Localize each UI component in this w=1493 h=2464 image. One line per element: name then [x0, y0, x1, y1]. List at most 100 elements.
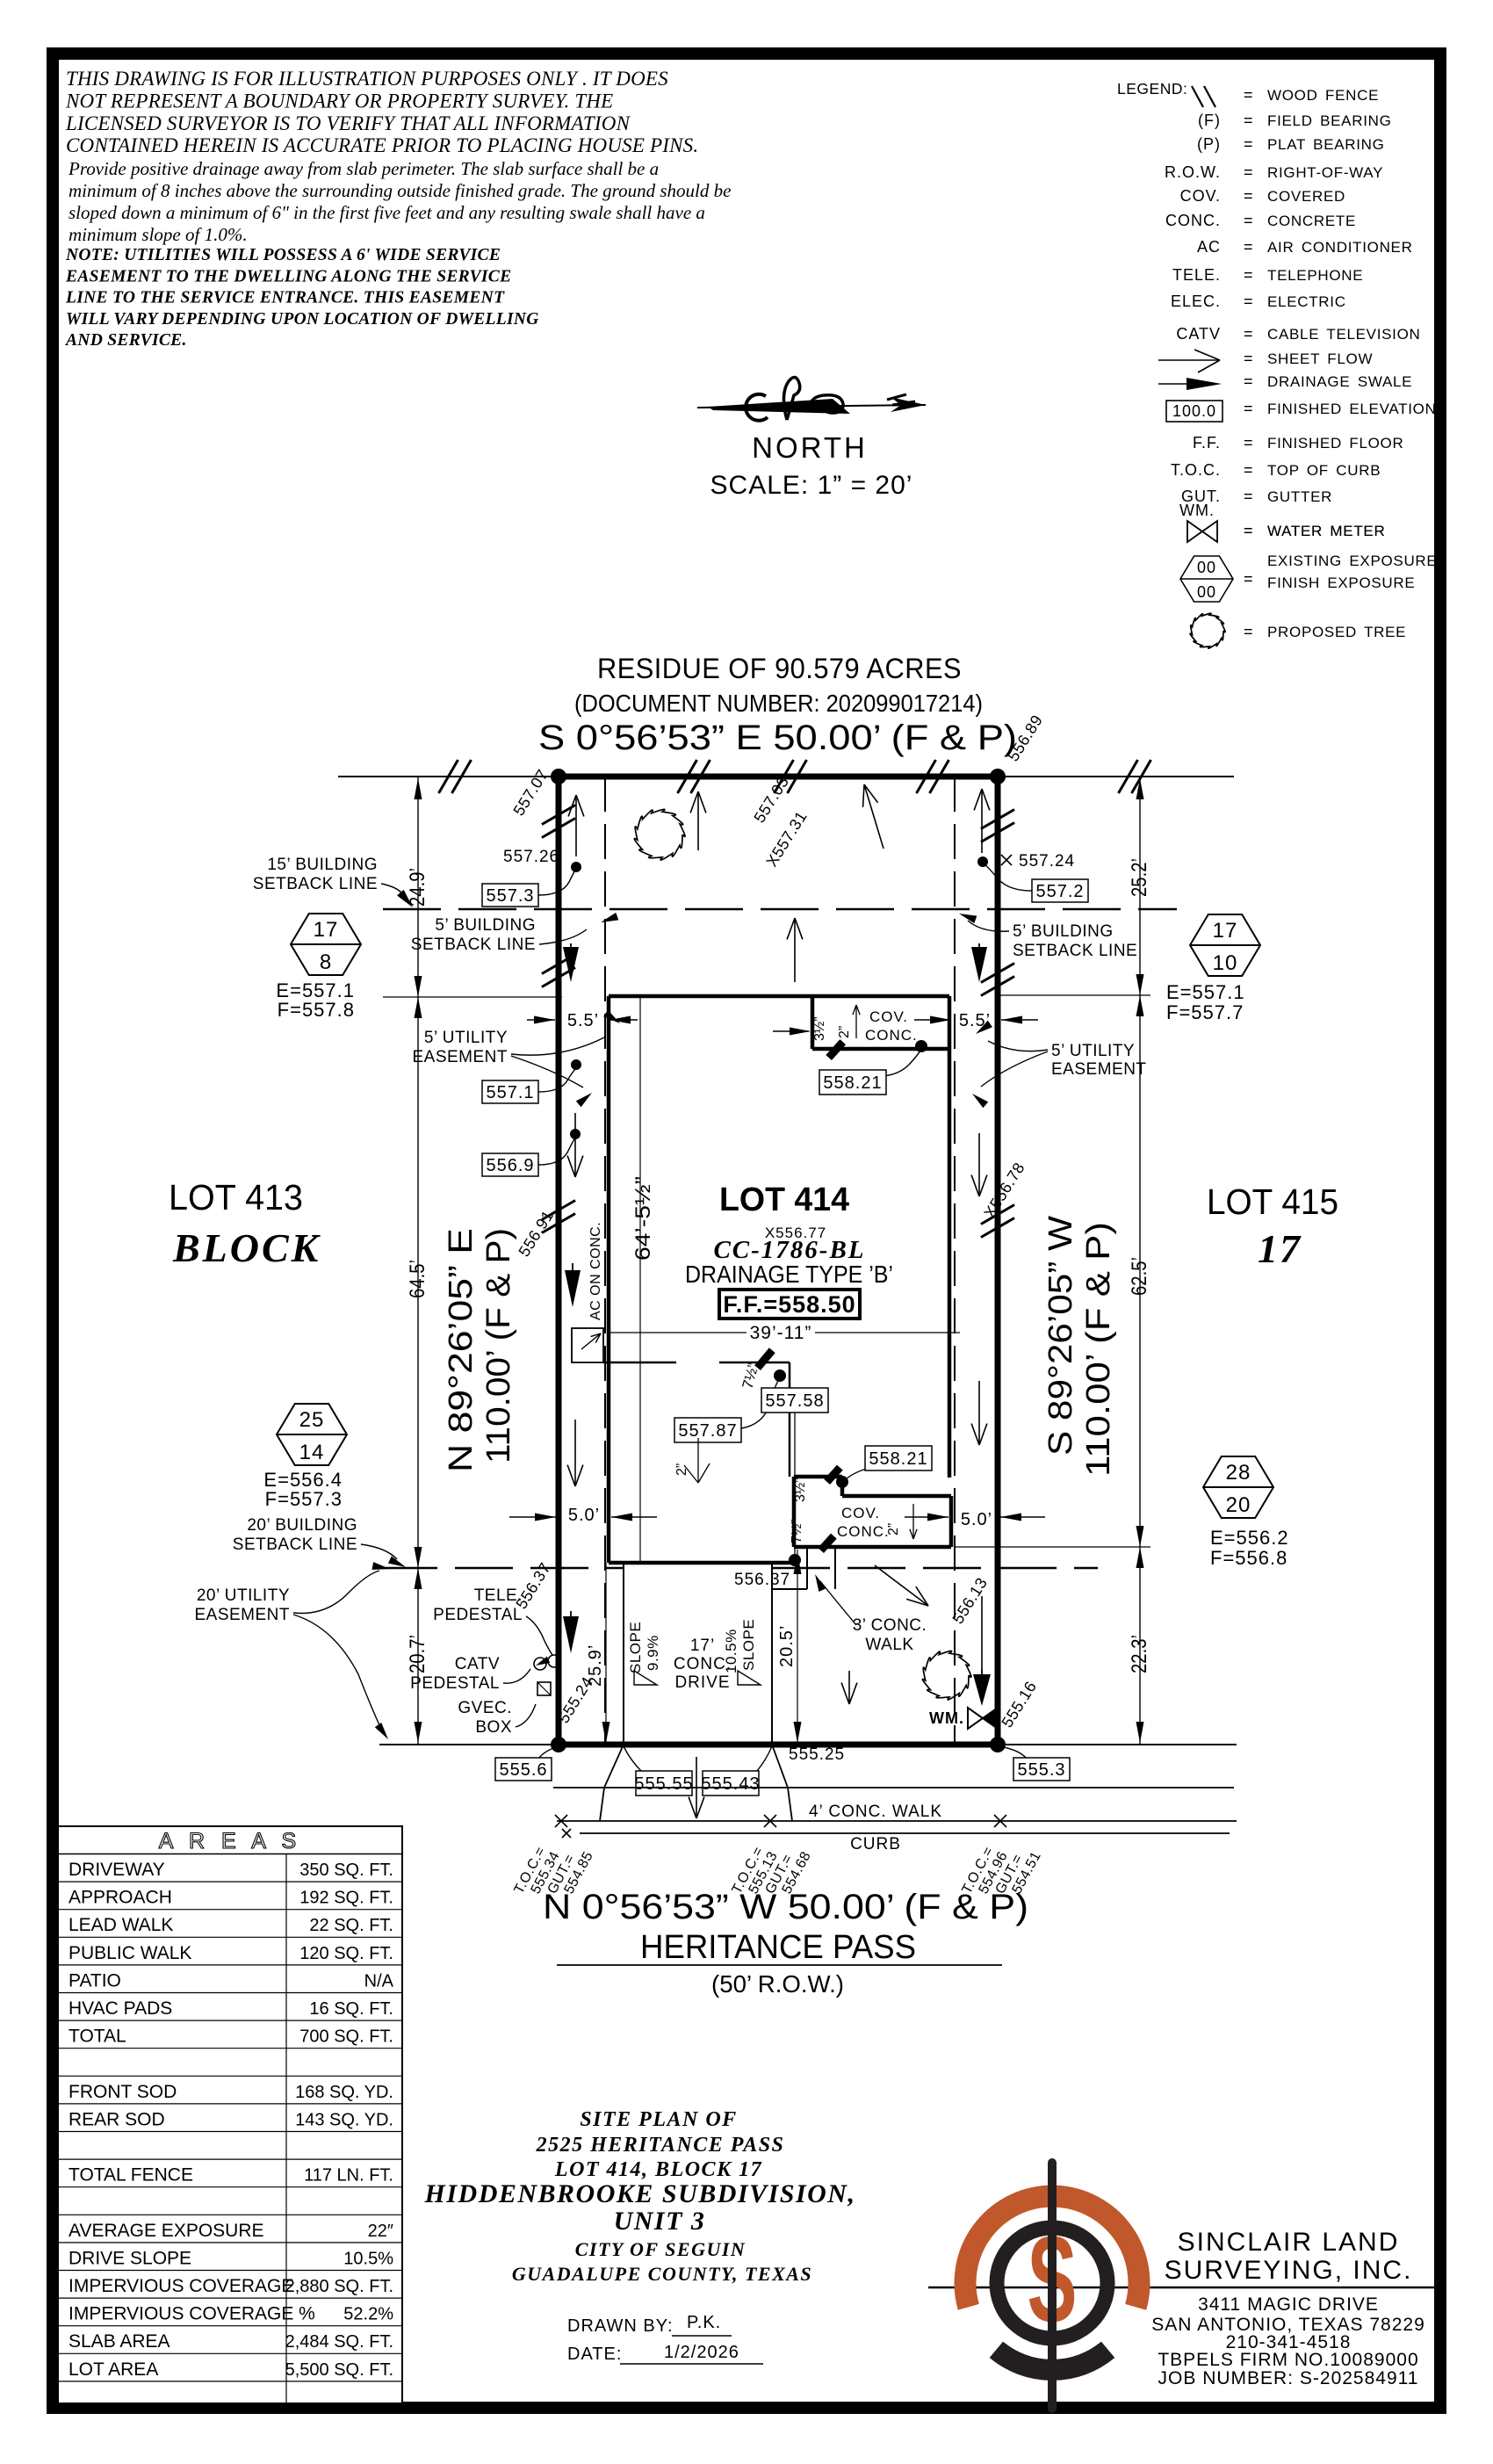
svg-text:HVAC PADS: HVAC PADS	[69, 1998, 172, 2019]
svg-text:DRIVEWAY: DRIVEWAY	[69, 1860, 165, 1880]
svg-text:17: 17	[314, 918, 339, 942]
svg-text:SLOPE: SLOPE	[740, 1619, 757, 1671]
svg-text:E=557.1: E=557.1	[1166, 981, 1245, 1003]
svg-text:2,484 SQ. FT.: 2,484 SQ. FT.	[285, 2332, 393, 2352]
svg-text:(DOCUMENT NUMBER: 202099017: (DOCUMENT NUMBER: 202099017214)	[574, 690, 983, 717]
svg-text:64’-5½”: 64’-5½”	[631, 1176, 655, 1261]
svg-text:52.2%: 52.2%	[343, 2305, 393, 2324]
svg-text:Provide positive drainage away: Provide positive drainage away from slab…	[68, 158, 659, 179]
svg-text:557.2: 557.2	[1035, 882, 1084, 901]
svg-text:17’: 17’	[690, 1637, 715, 1655]
svg-text:WM.: WM.	[1179, 502, 1215, 519]
svg-text:=: =	[1244, 163, 1253, 181]
svg-text:=: =	[1244, 488, 1253, 505]
svg-text:F.F.: F.F.	[1193, 434, 1221, 452]
svg-text:=: =	[1244, 461, 1253, 479]
svg-text:555.6: 555.6	[499, 1760, 547, 1780]
svg-text:FRONT SOD: FRONT SOD	[69, 2082, 177, 2102]
svg-text:APPROACH: APPROACH	[69, 1888, 172, 1908]
svg-text:=: =	[1244, 372, 1253, 390]
svg-text:DATE:: DATE:	[567, 2345, 622, 2364]
svg-text:CURB: CURB	[850, 1835, 901, 1853]
svg-text:556.9: 556.9	[486, 1156, 534, 1175]
svg-text:PEDESTAL: PEDESTAL	[433, 1606, 523, 1624]
svg-text:A R E A S: A R E A S	[159, 1829, 301, 1853]
svg-text:=: =	[1244, 86, 1253, 104]
svg-text:LINE TO THE SERVICE ENTRAN: LINE TO THE SERVICE ENTRANCE. THIS EASEM…	[65, 289, 505, 307]
svg-text:E=556.4: E=556.4	[263, 1469, 343, 1491]
svg-text:143 SQ. YD.: 143 SQ. YD.	[295, 2110, 393, 2129]
svg-text:20’ UTILITY: 20’ UTILITY	[197, 1586, 290, 1605]
svg-text:LEGEND:: LEGEND:	[1117, 80, 1187, 98]
svg-text:=: =	[1244, 238, 1253, 256]
svg-text:F=557.8: F=557.8	[278, 999, 355, 1021]
svg-text:120 SQ. FT.: 120 SQ. FT.	[299, 1944, 393, 1963]
svg-text:SETBACK LINE: SETBACK LINE	[233, 1535, 357, 1554]
svg-text:N/A: N/A	[364, 1971, 394, 1991]
svg-text:3½”: 3½”	[793, 1478, 808, 1502]
svg-text:=: =	[1244, 400, 1253, 417]
svg-text:EASEMENT: EASEMENT	[194, 1606, 290, 1624]
svg-text:=: =	[1244, 212, 1253, 229]
svg-text:168 SQ. YD.: 168 SQ. YD.	[295, 2083, 393, 2102]
svg-text:22″: 22″	[368, 2222, 393, 2241]
svg-text:RIGHT-OF-WAY: RIGHT-OF-WAY	[1267, 164, 1383, 181]
svg-text:AC ON CONC.: AC ON CONC.	[588, 1222, 603, 1320]
svg-text:FINISHED FLOOR: FINISHED FLOOR	[1267, 435, 1403, 452]
svg-text:SETBACK LINE: SETBACK LINE	[1013, 942, 1137, 960]
svg-text:117 LN. FT.: 117 LN. FT.	[304, 2166, 393, 2186]
svg-text:LEAD WALK: LEAD WALK	[69, 1915, 173, 1935]
svg-text:F.F.=558.50: F.F.=558.50	[723, 1291, 855, 1318]
svg-text:UNIT 3: UNIT 3	[614, 2207, 706, 2236]
svg-text:WILL VARY DEPENDING UPON L: WILL VARY DEPENDING UPON LOCATION OF DWE…	[66, 310, 539, 329]
svg-text:S 89°26’05” W: S 89°26’05” W	[1042, 1216, 1079, 1456]
svg-text:SETBACK LINE: SETBACK LINE	[411, 936, 536, 954]
svg-text:IMPERVIOUS COVERAGE: IMPERVIOUS COVERAGE	[69, 2276, 293, 2296]
svg-text:CATV: CATV	[455, 1655, 500, 1673]
svg-text:558.21: 558.21	[869, 1449, 927, 1469]
svg-text:25: 25	[299, 1408, 325, 1432]
svg-text:2”: 2”	[886, 1523, 901, 1535]
svg-text:LOT 415: LOT 415	[1207, 1181, 1338, 1222]
svg-text:20: 20	[1226, 1493, 1251, 1517]
svg-text:10.5%: 10.5%	[723, 1629, 739, 1673]
svg-text:NOTE: UTILITIES WILL POSSES: NOTE: UTILITIES WILL POSSESS A 6' WIDE S…	[65, 246, 501, 264]
svg-text:BOX: BOX	[475, 1718, 512, 1737]
svg-text:=: =	[1244, 570, 1253, 588]
svg-text:555.43: 555.43	[701, 1774, 760, 1794]
svg-text:PUBLIC WALK: PUBLIC WALK	[69, 1943, 191, 1963]
svg-text:N 0°56’53” W 50.00’ (F &: N 0°56’53” W 50.00’ (F & P)	[543, 1888, 1028, 1926]
svg-text:15’ BUILDING: 15’ BUILDING	[267, 856, 378, 874]
svg-text:S 0°56’53” E 50.00’ (F &: S 0°56’53” E 50.00’ (F & P)	[538, 719, 1017, 757]
svg-text:GUTTER: GUTTER	[1267, 488, 1332, 505]
svg-text:minimum slope of 1.0%.: minimum slope of 1.0%.	[69, 224, 248, 245]
svg-text:17: 17	[1213, 919, 1238, 943]
svg-text:20.5’: 20.5’	[777, 1625, 797, 1667]
svg-text:WATER METER: WATER METER	[1267, 523, 1385, 539]
svg-text:DRAWN BY:: DRAWN BY:	[567, 2316, 674, 2336]
svg-text:SETBACK LINE: SETBACK LINE	[253, 875, 378, 893]
svg-text:CITY OF SEGUIN: CITY OF SEGUIN	[575, 2238, 746, 2260]
svg-text:5.0’: 5.0’	[961, 1510, 992, 1529]
svg-text:HIDDENBROOKE SUBDIVISION,: HIDDENBROOKE SUBDIVISION,	[424, 2179, 856, 2208]
svg-text:LOT AREA: LOT AREA	[69, 2359, 158, 2380]
svg-text:=: =	[1244, 266, 1253, 284]
svg-text:5’ BUILDING: 5’ BUILDING	[435, 916, 536, 935]
svg-text:AVERAGE EXPOSURE: AVERAGE EXPOSURE	[69, 2221, 264, 2241]
svg-text:CONC.: CONC.	[837, 1523, 890, 1540]
svg-text:3½”: 3½”	[812, 1016, 827, 1041]
svg-text:THIS DRAWING IS FOR ILLUSTRATI: THIS DRAWING IS FOR ILLUSTRATION PURPOSE…	[66, 68, 668, 90]
svg-text:=: =	[1244, 325, 1253, 343]
svg-text:F=556.8: F=556.8	[1210, 1547, 1287, 1569]
svg-text:DRIVE SLOPE: DRIVE SLOPE	[69, 2248, 191, 2268]
svg-text:SHEET FLOW: SHEET FLOW	[1267, 350, 1373, 367]
svg-text:28: 28	[1226, 1461, 1251, 1485]
svg-text:24.9’: 24.9’	[406, 868, 429, 907]
svg-text:557.24: 557.24	[1019, 852, 1075, 871]
svg-text:557.3: 557.3	[486, 886, 534, 906]
svg-text:555.55: 555.55	[634, 1774, 693, 1794]
svg-text:sloped down a minimum of 6" in: sloped down a minimum of 6" in the first…	[69, 202, 705, 223]
svg-text:5.5’: 5.5’	[567, 1011, 599, 1030]
svg-text:20.7’: 20.7’	[406, 1635, 429, 1673]
svg-text:NORTH: NORTH	[752, 431, 868, 464]
